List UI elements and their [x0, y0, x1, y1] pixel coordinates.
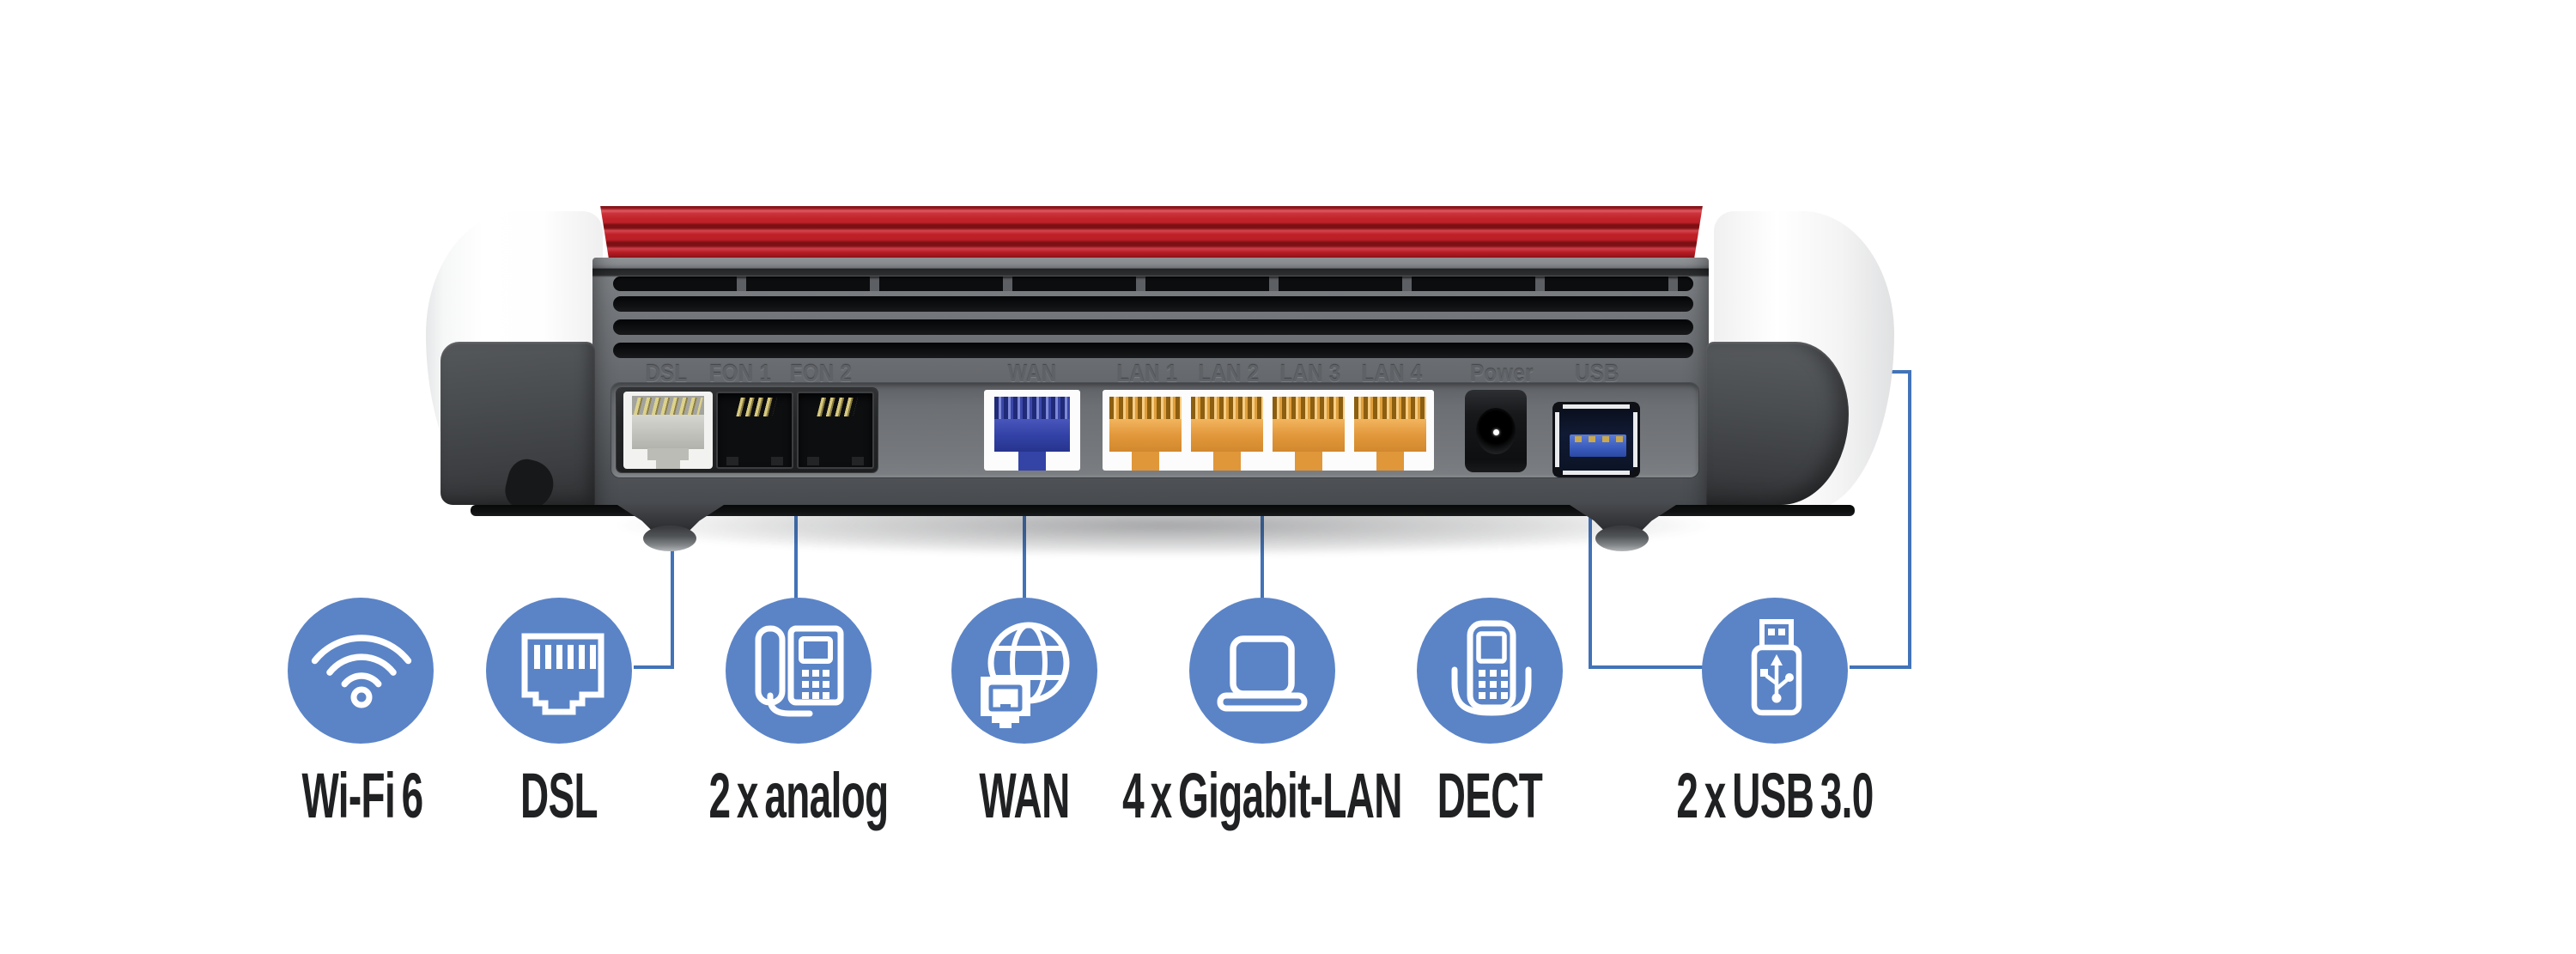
wifi-icon [311, 635, 412, 708]
feature-dsl [486, 598, 632, 744]
router-right-shoulder [1706, 342, 1849, 505]
feature-dect [1417, 598, 1563, 744]
port-label-lan1: LAN 1 [1116, 360, 1178, 386]
usb-stick-icon [1751, 619, 1802, 716]
feature-wifi [288, 598, 434, 744]
port-label-wan: WAN [1007, 360, 1057, 386]
vent-row-segmented [613, 276, 1693, 291]
lan4-port [1354, 390, 1426, 471]
feature-analog [726, 598, 872, 744]
left-foot-tip [643, 526, 696, 551]
lan2-pins [1191, 397, 1263, 419]
dsl-plug-step [680, 448, 689, 460]
dsl-pins [633, 398, 703, 416]
feature-wan [951, 598, 1097, 744]
port-label-fon1: FON 1 [708, 360, 772, 386]
usb-contact [1616, 436, 1623, 442]
usb-contact [1575, 436, 1582, 442]
port-label-power: Power [1470, 360, 1534, 386]
wan-port [994, 390, 1070, 471]
lan1-plug-body [1109, 419, 1182, 452]
fon2-port [797, 392, 874, 469]
feature-usb [1702, 598, 1848, 744]
lan1-plug-tab [1132, 452, 1159, 471]
wan-plug-tab [1018, 452, 1046, 471]
dect-handset-icon [1451, 620, 1532, 716]
feature-circle [288, 598, 434, 744]
globe-icon [981, 622, 1070, 728]
lan4-plug-tab [1376, 452, 1404, 471]
lan3-plug-body [1273, 419, 1345, 452]
port-label-usb: USB [1575, 360, 1619, 386]
port-label-dsl: DSL [645, 360, 688, 386]
lan3-port [1273, 390, 1345, 471]
feature-label-usb: 2 x USB 3.0 [1676, 760, 1874, 831]
fon2-pins [817, 398, 858, 416]
feature-gigabit-lan [1189, 598, 1335, 744]
usb-contact [1589, 436, 1595, 442]
lan2-plug-tab [1213, 452, 1241, 471]
wan-bay [984, 390, 1080, 471]
lan2-plug-body [1191, 419, 1263, 452]
usb-corner [1554, 404, 1563, 412]
lan4-plug-body [1354, 419, 1426, 452]
port-label-lan4: LAN 4 [1361, 360, 1423, 386]
fon-foot [726, 457, 738, 465]
lan4-pins [1354, 397, 1426, 419]
usb-corner [1554, 467, 1563, 476]
lan3-plug-tab [1295, 452, 1322, 471]
rj45-jack-icon [521, 633, 605, 715]
router-bottom-edge [471, 505, 1855, 516]
fon1-port [716, 392, 793, 469]
feature-label-dect: DECT [1437, 760, 1543, 831]
lan1-pins [1109, 397, 1182, 419]
lan1-port [1109, 390, 1182, 471]
port-label-lan2: LAN 2 [1198, 360, 1260, 386]
dsl-plug-step [647, 448, 656, 460]
port-label-lan3: LAN 3 [1279, 360, 1341, 386]
router-red-top [600, 206, 1703, 258]
fon-foot [771, 457, 783, 465]
wan-pins [994, 397, 1070, 419]
feature-circle [1189, 598, 1335, 744]
feature-label-wifi: Wi-Fi 6 [301, 760, 423, 831]
lan2-port [1191, 390, 1263, 471]
vent-row-4 [613, 343, 1693, 358]
power-jack [1465, 390, 1527, 472]
lan3-pins [1273, 397, 1345, 419]
vent-row-3 [613, 319, 1693, 335]
feature-label-dsl: DSL [520, 760, 598, 831]
dsl-plug-tab [656, 448, 680, 469]
usb-port [1552, 402, 1640, 477]
usb-corner [1630, 404, 1638, 412]
wan-plug-body [994, 419, 1070, 452]
lan-bay [1103, 390, 1434, 471]
connector-dsl [634, 494, 674, 669]
feature-label-wan: WAN [979, 760, 1070, 831]
port-label-fon2: FON 2 [789, 360, 853, 386]
feature-label-analog: 2 x analog [708, 760, 889, 831]
right-foot-tip [1595, 526, 1649, 551]
usb-cavity [1559, 409, 1633, 471]
fon-foot [807, 457, 819, 465]
vent-row-2 [613, 296, 1693, 312]
feature-label-gigabit-lan: 4 x Gigabit-LAN [1122, 760, 1402, 831]
usb-contact [1602, 436, 1609, 442]
laptop-icon [1217, 635, 1308, 712]
feature-circle [951, 598, 1097, 744]
fon-foot [852, 457, 864, 465]
analog-phone-icon [755, 625, 844, 717]
dsl-plug-body [632, 415, 704, 449]
usb-tongue [1570, 434, 1626, 457]
feature-circle [486, 598, 632, 744]
dsl-port [623, 392, 713, 469]
feature-circle [726, 598, 872, 744]
usb-corner [1630, 467, 1638, 476]
connector-usb-rear [1589, 494, 1704, 669]
fon1-pins [736, 398, 777, 416]
power-pin-glint [1493, 429, 1499, 435]
